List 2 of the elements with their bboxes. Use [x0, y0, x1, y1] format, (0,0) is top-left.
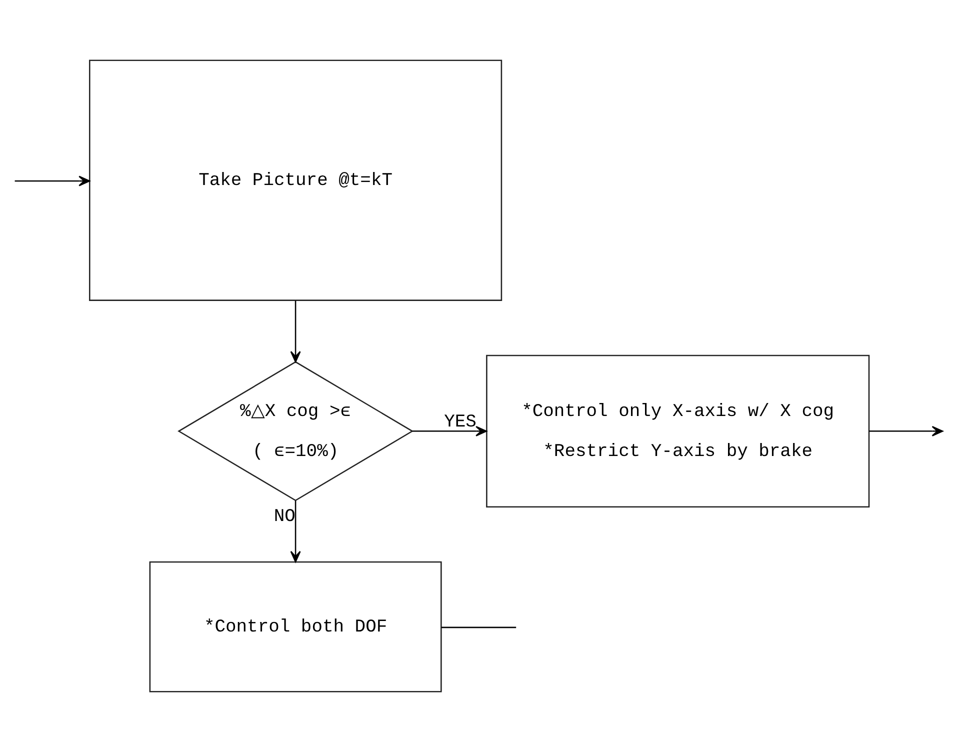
- edge-label: YES: [444, 412, 476, 432]
- edge-label: NO: [273, 506, 295, 527]
